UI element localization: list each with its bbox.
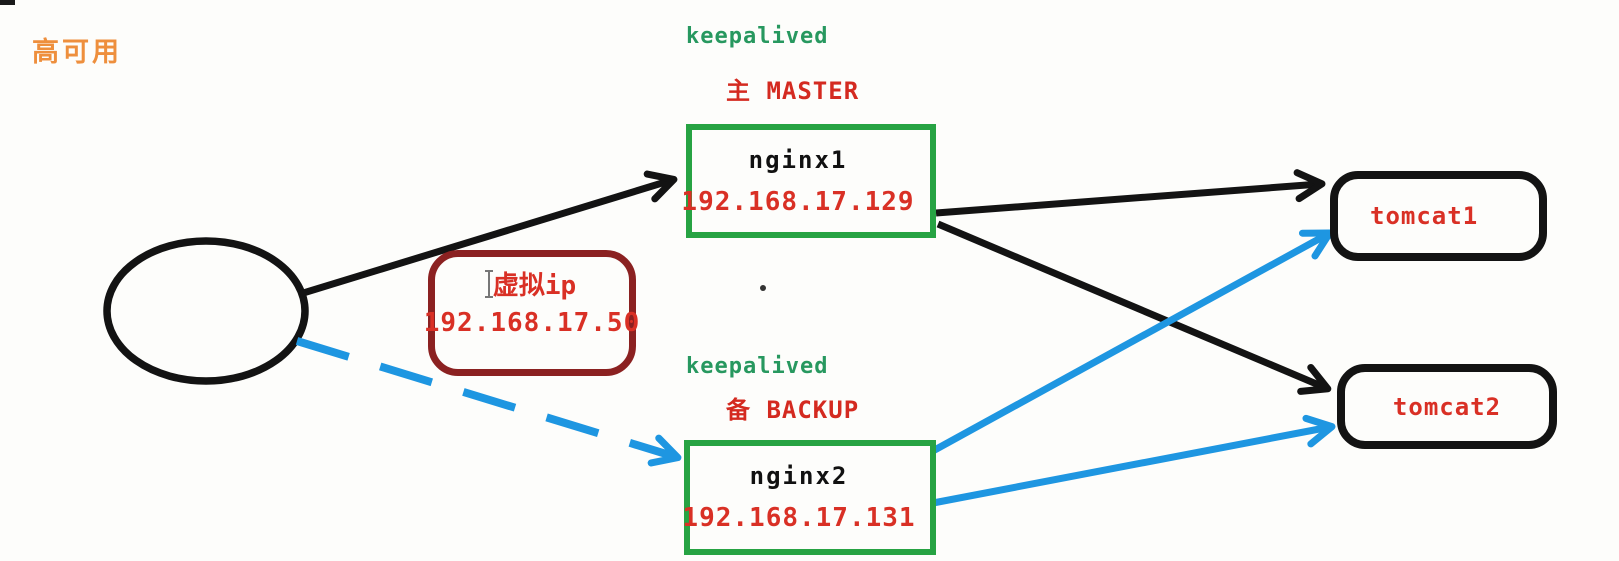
virtual-ip-node: 虚拟ip 192.168.17.50 [424,250,639,376]
nginx1-node: nginx1 192.168.17.129 [681,124,936,238]
tomcat2-node: tomcat2 [1337,364,1557,449]
keepalived-label-backup: keepalived [686,354,829,379]
arrow-nginx1-to-tomcat1 [935,169,1326,217]
nginx2-ip: 192.168.17.131 [682,503,916,533]
tomcat1-node: tomcat1 [1330,171,1547,261]
tomcat2-name: tomcat2 [1392,392,1502,421]
virtual-ip-address: 192.168.17.50 [423,308,641,338]
nginx1-ip: 192.168.17.129 [681,186,915,217]
stray-dot-mark [760,285,766,291]
keepalived-label-master: keepalived [686,24,829,49]
virtual-ip-label: 虚拟ip [492,271,577,301]
nginx1-name: nginx1 [748,145,848,174]
arrow-client-to-nginx1 [298,170,678,298]
arrow-client-to-nginx2-dashed [295,337,682,467]
arrow-nginx2-to-tomcat1 [929,229,1334,456]
arrow-nginx2-to-tomcat2 [932,414,1336,507]
backup-role-label: 备 BACKUP [726,396,860,424]
page-title: 高可用 [32,37,122,68]
corner-artifact-mark [0,0,15,5]
nginx2-node: nginx2 192.168.17.131 [682,440,936,555]
master-role-label: 主 MASTER [726,77,860,105]
text-cursor-icon [484,269,493,298]
arrow-nginx1-to-tomcat2 [936,220,1332,395]
client-node-ellipse [103,237,309,385]
nginx2-name: nginx2 [749,462,849,490]
tomcat1-name: tomcat1 [1370,202,1479,230]
